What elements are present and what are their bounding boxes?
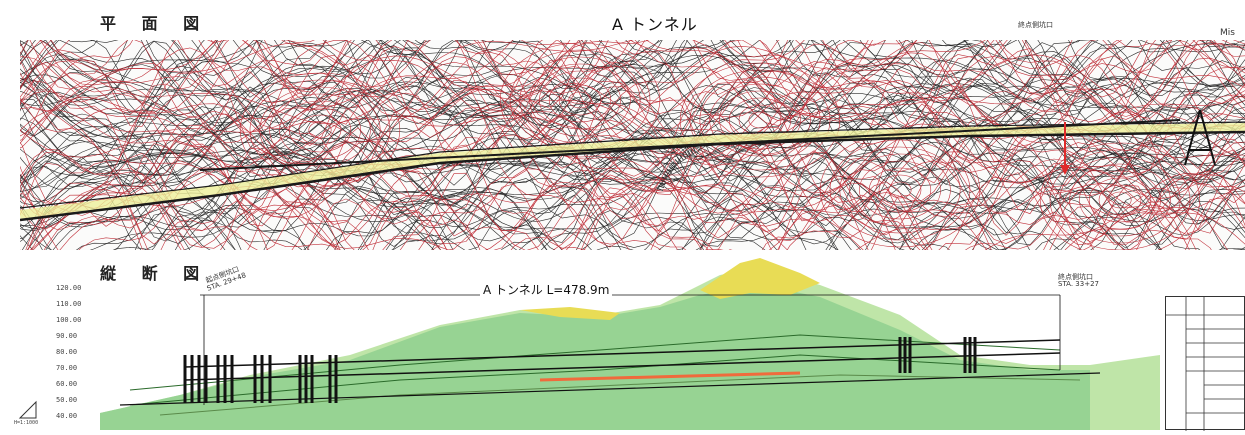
tunnel-centerline [199,119,1181,171]
contour-line [9,143,1245,255]
contour-line [9,89,1245,186]
contour-line [9,19,1245,117]
contour-line [9,82,1245,194]
contour-line [9,107,1245,205]
elevation-label: 110.00 [56,300,82,308]
contour-line [9,101,1245,200]
contour-loop [878,174,922,206]
road-alignment-line [19,130,1245,222]
plan-map [9,0,1245,305]
contour-loop [298,114,342,146]
contour-line [9,23,1245,124]
elevation-label: 120.00 [56,284,82,292]
contour-line [9,125,1245,237]
contour-loop [699,76,821,164]
contour-loop [1088,177,1152,223]
elevation-label: 90.00 [56,332,78,340]
red-marker-arrowhead [1060,165,1070,175]
support-piles-left [183,355,338,403]
contour-loop [849,153,951,227]
contour-line [9,105,1245,203]
contour-loop [719,90,801,150]
contour-line [9,129,1245,228]
contour-line [9,54,1245,166]
elevation-label: 100.00 [56,316,82,324]
contour-loop [1069,163,1171,237]
profile-title: A トンネル L=478.9m [480,281,613,298]
contour-map-svg [9,0,1245,305]
road-alignment-yellow [19,123,1245,220]
terrain-green [100,285,1090,430]
contour-loop [279,100,361,160]
profile-heading: 縦 断 図 [100,264,210,283]
scale-icon [18,400,38,424]
weak-zone-highlight [539,371,801,382]
contour-line [9,192,1245,305]
elevation-label: 50.00 [56,396,78,404]
contour-line [9,137,1245,248]
contour-line [9,156,1245,255]
contour-line [9,0,1245,91]
layer-line-2 [129,354,1061,406]
north-arrow-symbol [1184,109,1216,166]
contour-loop [679,62,841,178]
contour-line [9,55,1245,153]
elevation-label: 70.00 [56,364,78,372]
terrain-yellow-cap [700,258,820,299]
contour-line [9,23,1245,122]
elevation-label: 60.00 [56,380,78,388]
contour-line [9,2,1245,99]
layer-line-3 [159,374,1081,416]
support-piles-right [898,337,977,373]
contour-line [9,148,1245,245]
plan-title: A トンネル [612,15,698,34]
legend-table [1165,296,1245,431]
contour-line [9,133,1245,231]
terrain-yellow-left [520,307,620,320]
contour-line [9,2,1245,115]
contour-line [9,148,1245,247]
contour-line [9,143,1245,239]
plan-end-portal-label: 終点側坑口 [1018,21,1053,29]
profile-end-portal-label: 終点側坑口 [1058,273,1093,281]
contour-line [9,114,1245,225]
road-alignment-line-2 [19,121,1245,209]
plan-edge-label: Mis [1220,28,1235,38]
contour-line [9,10,1245,123]
layer-line-1 [129,334,1061,391]
contour-line [9,153,1245,252]
profile-end-sta: STA. 33+27 [1058,280,1099,288]
profile-svg [100,258,1160,430]
contour-line [9,139,1245,251]
contour-line [9,68,1245,162]
contour-line [9,48,1245,145]
legend-grid [1166,297,1245,431]
contour-line [9,87,1245,200]
elevation-label: 40.00 [56,412,78,420]
contour-line [9,103,1245,215]
plan-heading: 平 面 図 [100,14,210,33]
profile-drawing [100,255,1160,430]
contour-line [9,103,1245,216]
elevation-scale: 120.00 110.00 100.00 90.00 80.00 70.00 60.00 50… [56,284,88,430]
contour-line [9,0,1245,103]
grade-line [119,372,1101,406]
contour-line [9,8,1245,106]
contour-line [9,97,1245,194]
contour-loop [1108,191,1132,209]
contour-loop [859,160,941,220]
contour-loop [269,93,371,167]
contour-loop [888,181,912,199]
contour-loop [499,42,661,158]
contour-line [9,84,1245,182]
contour-loop [1098,184,1142,216]
elevation-label: 80.00 [56,348,78,356]
contour-line [9,87,1245,186]
contour-loop [829,139,971,241]
scale-label: H=1:1000 [14,420,39,426]
contour-line [9,43,1245,144]
contour-line [9,150,1245,262]
